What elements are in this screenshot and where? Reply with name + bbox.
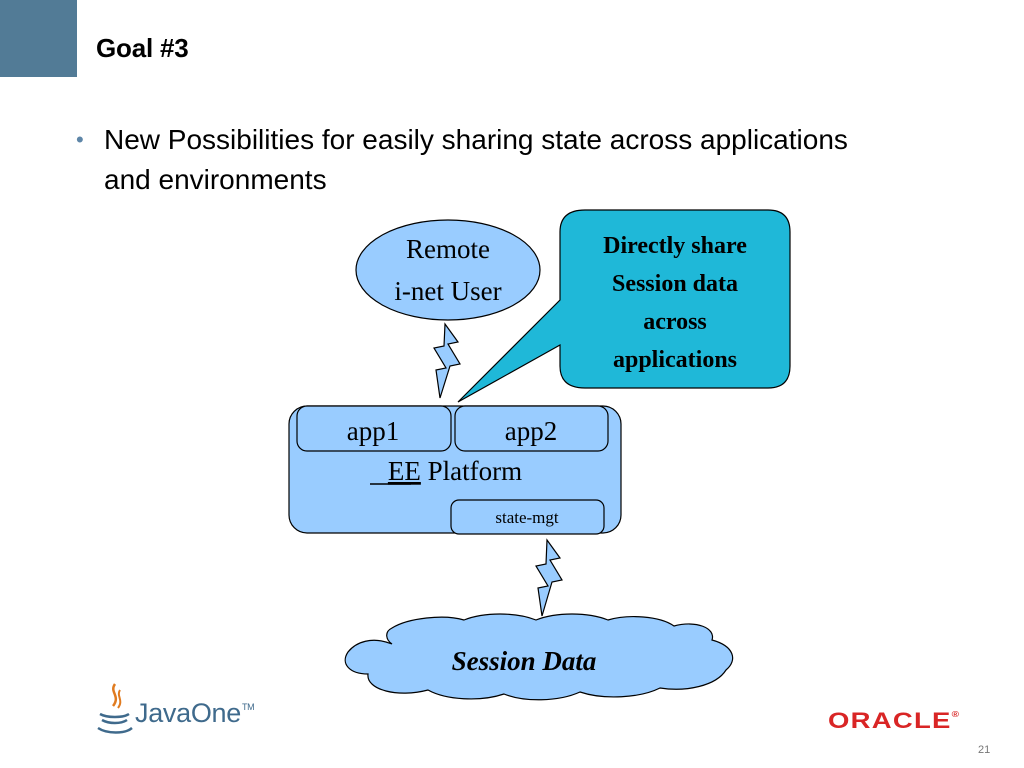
callout-line1: Directly share (603, 233, 747, 259)
remote-user-label-line1: Remote (406, 234, 490, 264)
slide-title: Goal #3 (96, 33, 189, 63)
app1-box (296, 405, 452, 452)
javaone-logo: JavaOneTM (95, 682, 265, 742)
oracle-wordmark: ORACLE (828, 708, 952, 733)
callout-line2: Session data (612, 271, 738, 297)
state-mgt-label: state-mgt (495, 508, 559, 527)
title-accent-block (0, 0, 77, 77)
bullet-dot-icon: • (76, 127, 84, 152)
oracle-registered-mark: ® (951, 710, 961, 719)
callout-line4: applications (613, 347, 737, 373)
bullet-text: New Possibilities for easily sharing sta… (104, 124, 848, 195)
ee-platform-underlined: EE (388, 456, 421, 486)
session-data-cloud (344, 613, 734, 701)
oracle-logo: ORACLE® (828, 708, 960, 734)
callout-bubble (457, 209, 791, 403)
remote-user-label-line2: i-net User (394, 276, 501, 306)
state-mgt-box (450, 499, 605, 535)
app2-box (454, 405, 609, 452)
javaone-trademark: TM (241, 702, 255, 712)
java-cup-icon (97, 683, 133, 734)
session-data-label: Session Data (452, 646, 597, 676)
lightning-bolt-lower-icon (535, 538, 563, 617)
app2-label: app2 (505, 416, 557, 446)
javaone-wordmark: JavaOneTM (135, 698, 255, 729)
callout-line3: across (643, 309, 707, 335)
ee-platform-rest: Platform (421, 456, 522, 486)
app1-label: app1 (347, 416, 399, 446)
ee-platform-label: EE Platform (388, 456, 522, 486)
page-number: 21 (978, 744, 991, 756)
javaone-name: JavaOne (135, 698, 241, 728)
remote-user-ellipse (355, 219, 541, 321)
lightning-bolt-icon (433, 322, 461, 399)
